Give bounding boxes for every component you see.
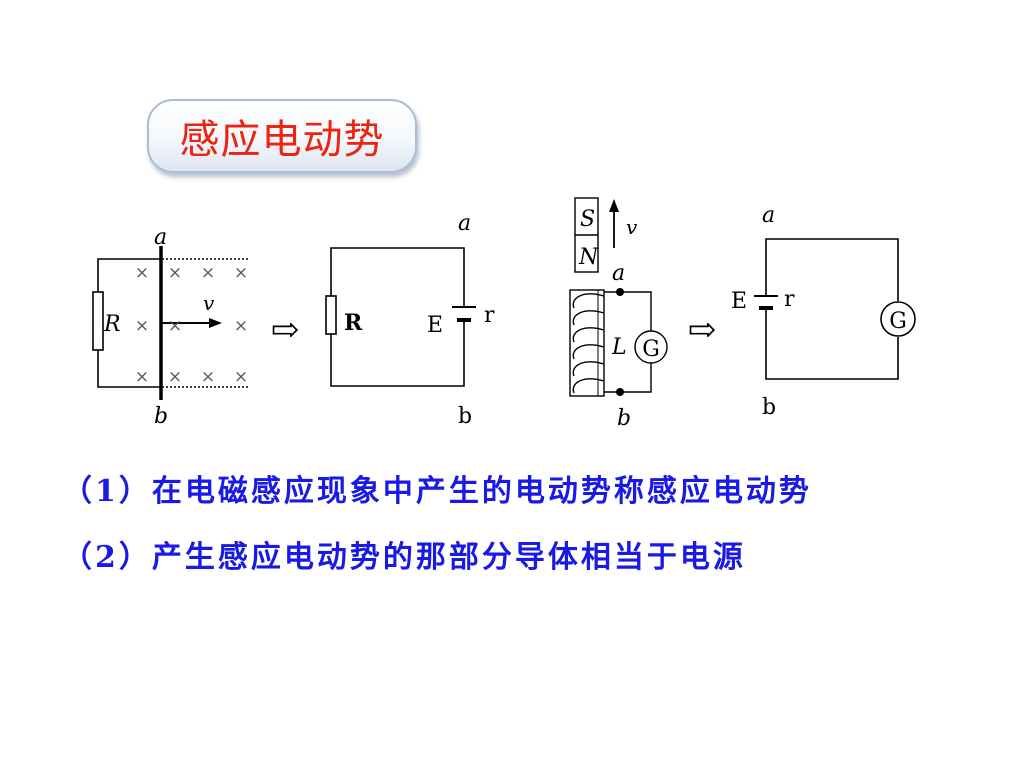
label-a: a <box>154 225 167 250</box>
label-b: b <box>762 395 776 420</box>
velocity-arrowhead <box>609 199 619 212</box>
diagram-sliding-rod <box>92 246 248 400</box>
field-cross: × <box>135 263 149 283</box>
field-cross: × <box>168 367 182 387</box>
galvanometer <box>880 301 916 337</box>
label-G: G <box>642 337 660 362</box>
circuit-wire <box>330 247 465 306</box>
coil-winding <box>572 293 605 394</box>
label-a: a <box>612 261 625 286</box>
circuit-wire <box>604 291 652 331</box>
circuit-wire <box>97 258 162 292</box>
label-b: b <box>154 404 168 429</box>
label-E: E <box>731 289 747 314</box>
field-cross: × <box>135 367 149 387</box>
field-cross: × <box>135 316 149 336</box>
circuit-wire <box>97 350 162 388</box>
magnetic-field-crosses: × × × × × × × × × × × <box>135 263 248 387</box>
diagram-magnet-coil <box>569 197 668 397</box>
circuit-wire <box>604 363 652 393</box>
label-N: N <box>578 245 599 270</box>
label-R: R <box>103 312 121 337</box>
circuit-wire <box>765 308 899 380</box>
field-cross: × <box>234 316 248 336</box>
definition-line-2: （2）产生感应电动势的那部分导体相当于电源 <box>62 540 746 575</box>
label-G: G <box>889 309 907 334</box>
field-cross: × <box>201 367 215 387</box>
field-cross: × <box>234 263 248 283</box>
circuit-wire <box>765 238 899 301</box>
label-E: E <box>427 313 443 338</box>
label-L: L <box>611 335 627 360</box>
transform-arrow-icon: ⇨ <box>271 310 300 350</box>
diagram-equivalent-circuit <box>325 247 476 387</box>
label-r: r <box>484 303 495 328</box>
title-box: 感应电动势 <box>147 99 417 173</box>
field-cross: × <box>234 367 248 387</box>
label-r: r <box>784 287 795 312</box>
transform-arrow-icon: ⇨ <box>688 310 717 350</box>
label-a: a <box>762 203 775 228</box>
label-S: S <box>580 207 595 232</box>
diagram-galvanometer-circuit <box>754 238 916 380</box>
label-R: R <box>344 310 363 336</box>
field-cross: × <box>201 263 215 283</box>
label-a: a <box>458 211 471 236</box>
galvanometer <box>634 330 668 364</box>
velocity-arrowhead <box>209 318 222 328</box>
page-title: 感应电动势 <box>179 117 385 163</box>
circuit-wire <box>330 320 465 387</box>
resistor <box>325 295 337 335</box>
terminal-dot <box>616 288 624 296</box>
label-b: b <box>617 406 631 431</box>
terminal-dot <box>616 388 624 396</box>
label-v: v <box>626 215 638 239</box>
field-cross: × <box>168 263 182 283</box>
definition-line-1: （1）在电磁感应现象中产生的电动势称感应电动势 <box>62 474 812 509</box>
field-cross: × <box>168 316 182 336</box>
label-b: b <box>458 404 472 429</box>
resistor <box>92 291 104 351</box>
label-v: v <box>203 291 215 315</box>
